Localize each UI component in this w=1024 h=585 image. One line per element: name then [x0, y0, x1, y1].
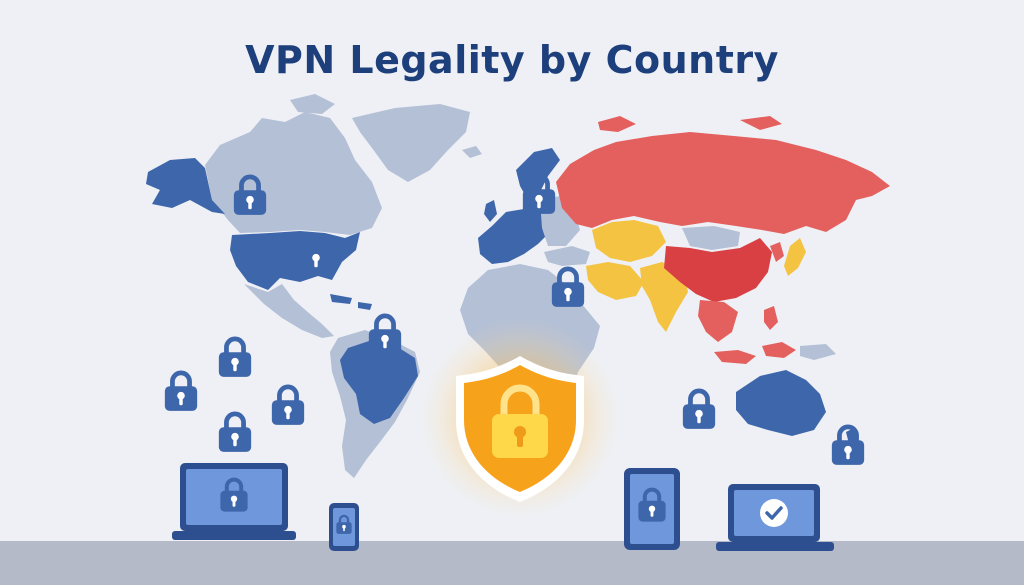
region-indonesia: [714, 350, 756, 364]
region-russia: [556, 132, 890, 234]
region-russia-north-islands-2: [740, 116, 782, 130]
laptop-icon-left: [172, 463, 296, 540]
region-usa: [230, 231, 360, 290]
region-indonesia-east: [762, 342, 796, 358]
region-caribbean-east: [358, 302, 372, 310]
region-middle-east: [586, 262, 644, 300]
region-arctic-islands: [290, 94, 335, 114]
padlock-icon-middle-east: [552, 269, 584, 307]
region-mexico: [244, 284, 334, 338]
smartphone-icon: [329, 503, 359, 551]
padlock-icon-pacific-4: [219, 414, 251, 452]
padlock-icon-indian-ocean: [683, 391, 715, 429]
laptop-icon-right: [716, 484, 834, 551]
region-korea: [770, 242, 784, 262]
padlock-icon-pacific-1: [219, 339, 251, 377]
region-greenland: [352, 104, 470, 182]
region-central-asia: [592, 220, 666, 262]
region-papua: [800, 344, 836, 360]
region-uk: [484, 200, 497, 222]
region-russia-north-islands: [598, 116, 636, 132]
tablet-icon: [624, 468, 680, 550]
region-japan: [784, 238, 806, 276]
region-western-europe: [478, 208, 552, 264]
region-brazil: [340, 340, 418, 424]
page-title: VPN Legality by Country: [245, 38, 779, 82]
region-caribbean: [330, 294, 352, 304]
region-iceland: [462, 146, 482, 158]
shield-lock-icon: [420, 318, 620, 518]
region-southeast-asia: [698, 300, 738, 342]
checkmark-icon: [760, 499, 788, 527]
floor-band: [0, 541, 1024, 585]
region-china: [664, 238, 772, 302]
region-india: [640, 262, 688, 332]
region-australia: [736, 370, 826, 436]
region-turkey: [544, 246, 590, 266]
region-mongolia: [682, 226, 740, 250]
region-canada: [205, 112, 382, 235]
region-philippines: [764, 306, 778, 330]
padlock-icon-pacific-3: [272, 387, 304, 425]
padlock-icon-pacific-2: [165, 373, 197, 411]
padlock-icon-south-america: [369, 316, 401, 354]
region-alaska: [146, 158, 225, 214]
